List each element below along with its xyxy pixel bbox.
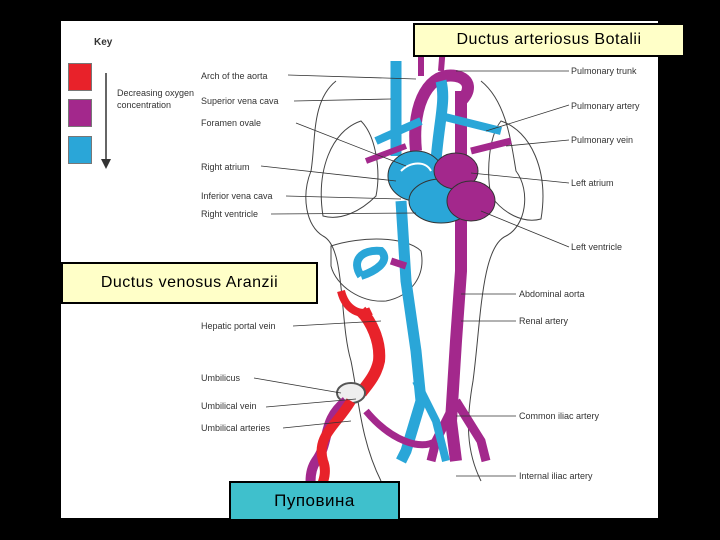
left-ventricle bbox=[446, 180, 496, 222]
key-title: Key bbox=[94, 37, 113, 48]
label-pulmonary-vein: Pulmonary vein bbox=[571, 135, 634, 145]
label-left-ventricle: Left ventricle bbox=[571, 242, 623, 252]
aortic-arch bbox=[409, 69, 474, 152]
callout-umbilical-cord: Пуповина bbox=[229, 481, 400, 521]
callout-ductus-arteriosus: Ductus arteriosus Botalii bbox=[413, 23, 685, 57]
label-left-atrium: Left atrium bbox=[571, 178, 614, 188]
inferior-vena-cava bbox=[395, 200, 427, 464]
label-superior-vena-cava: Superior vena cava bbox=[201, 96, 279, 106]
callout-ductus-venosus: Ductus venosus Aranzii bbox=[61, 262, 318, 304]
iliac-artery-left bbox=[452, 398, 491, 463]
label-common-iliac-artery: Common iliac artery bbox=[519, 411, 600, 421]
pulmonary-vein-left bbox=[470, 137, 512, 155]
label-abdominal-aorta: Abdominal aorta bbox=[519, 289, 585, 299]
label-renal-artery: Renal artery bbox=[519, 316, 569, 326]
key-swatch-mixed bbox=[68, 99, 92, 127]
label-umbilical-arteries: Umbilical arteries bbox=[201, 423, 271, 433]
key-swatch-deoxygenated bbox=[68, 136, 92, 164]
ductus-venosus-vessel bbox=[389, 257, 408, 270]
label-foramen-ovale: Foramen ovale bbox=[201, 118, 262, 128]
label-right-ventricle: Right ventricle bbox=[201, 209, 259, 219]
label-right-atrium: Right atrium bbox=[201, 162, 250, 172]
label-hepatic-portal-vein: Hepatic portal vein bbox=[201, 321, 276, 331]
iliac-vein bbox=[412, 379, 450, 462]
label-umbilicus: Umbilicus bbox=[201, 373, 241, 383]
umbilical-vein bbox=[356, 306, 386, 397]
foramen-ovale bbox=[400, 162, 432, 172]
leader-lines-left bbox=[253, 74, 417, 429]
label-inferior-vena-cava: Inferior vena cava bbox=[201, 191, 273, 201]
label-umbilical-vein: Umbilical vein bbox=[201, 401, 257, 411]
body-outline-left bbox=[305, 80, 382, 482]
hepatic-portal-branch bbox=[353, 246, 389, 280]
decreasing-arrow-icon bbox=[101, 73, 111, 169]
left-lung bbox=[488, 120, 544, 221]
pulmonary-trunk bbox=[430, 79, 449, 162]
umbilical-artery-path bbox=[363, 408, 438, 449]
key-swatch-oxygenated bbox=[68, 63, 92, 91]
right-lung bbox=[320, 120, 379, 218]
fetal-circulation-illustration bbox=[253, 45, 570, 518]
pulmonary-vein-right bbox=[364, 143, 408, 164]
label-arch-of-aorta: Arch of the aorta bbox=[201, 71, 268, 81]
label-internal-iliac-artery: Internal iliac artery bbox=[519, 471, 593, 481]
label-pulmonary-artery: Pulmonary artery bbox=[571, 101, 640, 111]
left-pulmonary-artery bbox=[440, 112, 502, 135]
leader-lines-right bbox=[456, 70, 570, 477]
key-description: Decreasing oxygen concentration bbox=[117, 88, 195, 110]
right-pulmonary-artery bbox=[374, 117, 423, 145]
liver-outline bbox=[330, 238, 423, 302]
label-pulmonary-trunk: Pulmonary trunk bbox=[571, 66, 637, 76]
